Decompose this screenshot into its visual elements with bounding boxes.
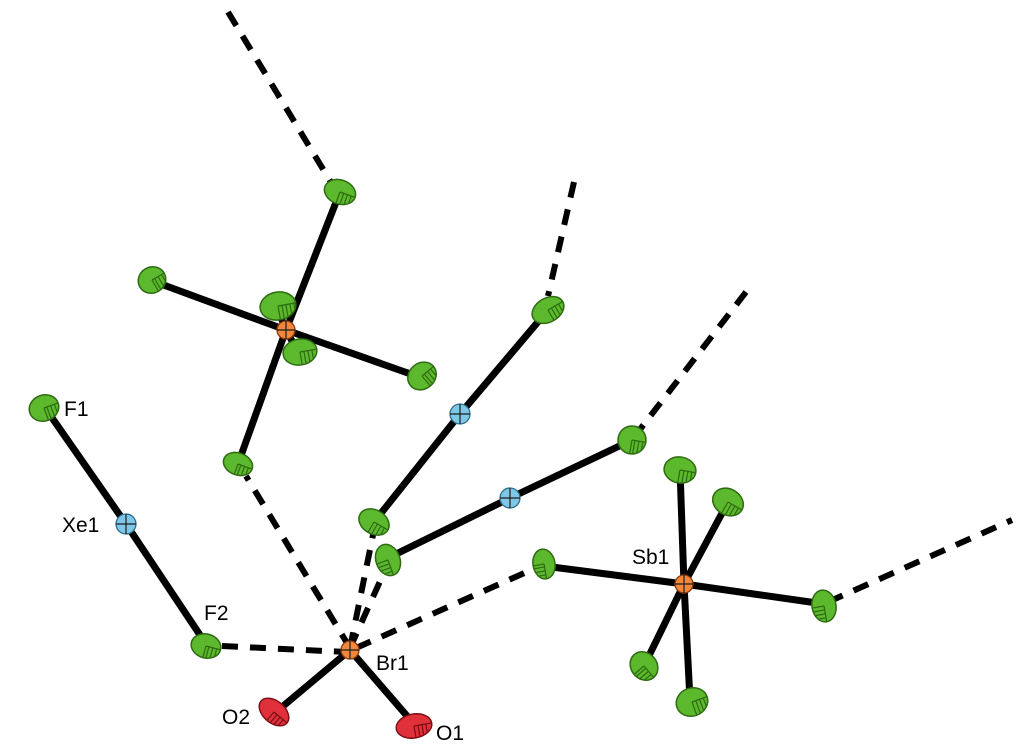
atom-xe-chain2 [499,487,521,509]
atom-f-chain1-bottom [358,508,390,536]
atom-f-upperright [407,361,437,391]
atom-f-upper-mid2 [282,338,318,366]
fluorine-atoms [28,178,837,717]
bond-sbtop-fb [146,276,290,334]
label-br1: Br1 [376,652,409,675]
contact-br1-f-mid2 [347,566,389,650]
atom-labels: F1 Xe1 F2 Br1 O2 O1 Sb1 [62,398,669,745]
atom-f-left-mid [222,451,254,477]
heavy-atoms [276,320,694,660]
atom-o2 [258,697,290,727]
label-o2: O2 [222,706,250,729]
label-o1: O1 [436,722,464,745]
bond-chain2-a [506,436,636,502]
atom-f-top [323,178,357,206]
bond-sbtop-fc [282,326,426,382]
bond-br1-o2 [272,646,354,716]
atom-f-sb1-top [663,456,697,484]
atom-f-sb1-bottom [675,687,709,717]
oxygen-atoms [258,697,433,739]
contact-top-f [225,10,335,186]
bond-chain1-b [370,410,464,526]
atom-f-chain1-top [531,295,565,325]
atom-f-sb1-topright [711,487,745,517]
contact-br1-f-mid1 [347,529,377,649]
atom-xe1 [115,513,137,535]
contact-chain2-end [635,290,749,434]
bond-xe1-f2 [122,520,210,648]
bond-sb1-f-right [680,580,828,608]
bond-sb1-f-topright [680,498,732,588]
atom-o1 [395,713,433,739]
atom-xe-chain1 [449,403,471,425]
atom-f-upper-mid [259,291,297,321]
label-f1: F1 [64,398,89,421]
atom-f2 [190,633,222,659]
bond-f1-xe1 [44,408,130,528]
atom-f-upperleft [137,265,167,295]
bond-chain1-a [456,306,552,418]
bond-br1-o1 [346,646,418,728]
contact-lines [221,10,1014,655]
contact-chain1-end [545,181,577,297]
contact-br1-f-sb [354,563,542,651]
atom-f-sb1-right [811,589,837,623]
bond-sb1-f-bottom [680,580,694,704]
atom-sb1 [674,574,694,594]
bond-sb1-f-bottomleft [640,580,688,670]
contact-f2-br1 [221,643,347,655]
label-f2: F2 [204,602,229,625]
atom-f-chain2-top [617,425,647,455]
atom-f1 [28,394,60,422]
atom-br1 [340,640,360,660]
label-xe1: Xe1 [62,514,99,537]
xenon-atoms [115,403,521,535]
atom-f-sb1-bottomleft [629,651,659,681]
atom-sb-upper [276,320,296,340]
atom-f-chain2-bottom [374,543,402,577]
bonds [44,188,828,728]
label-sb1: Sb1 [632,546,669,569]
contact-sb-end [826,517,1014,605]
bond-sbtop-fd [234,326,290,468]
bond-chain2-b [384,494,514,562]
atom-f-sb1-left [532,548,556,580]
contact-br1-f-left [243,474,353,650]
bond-sb1-f-top [676,466,688,588]
bond-sb1-f-left [540,562,688,588]
